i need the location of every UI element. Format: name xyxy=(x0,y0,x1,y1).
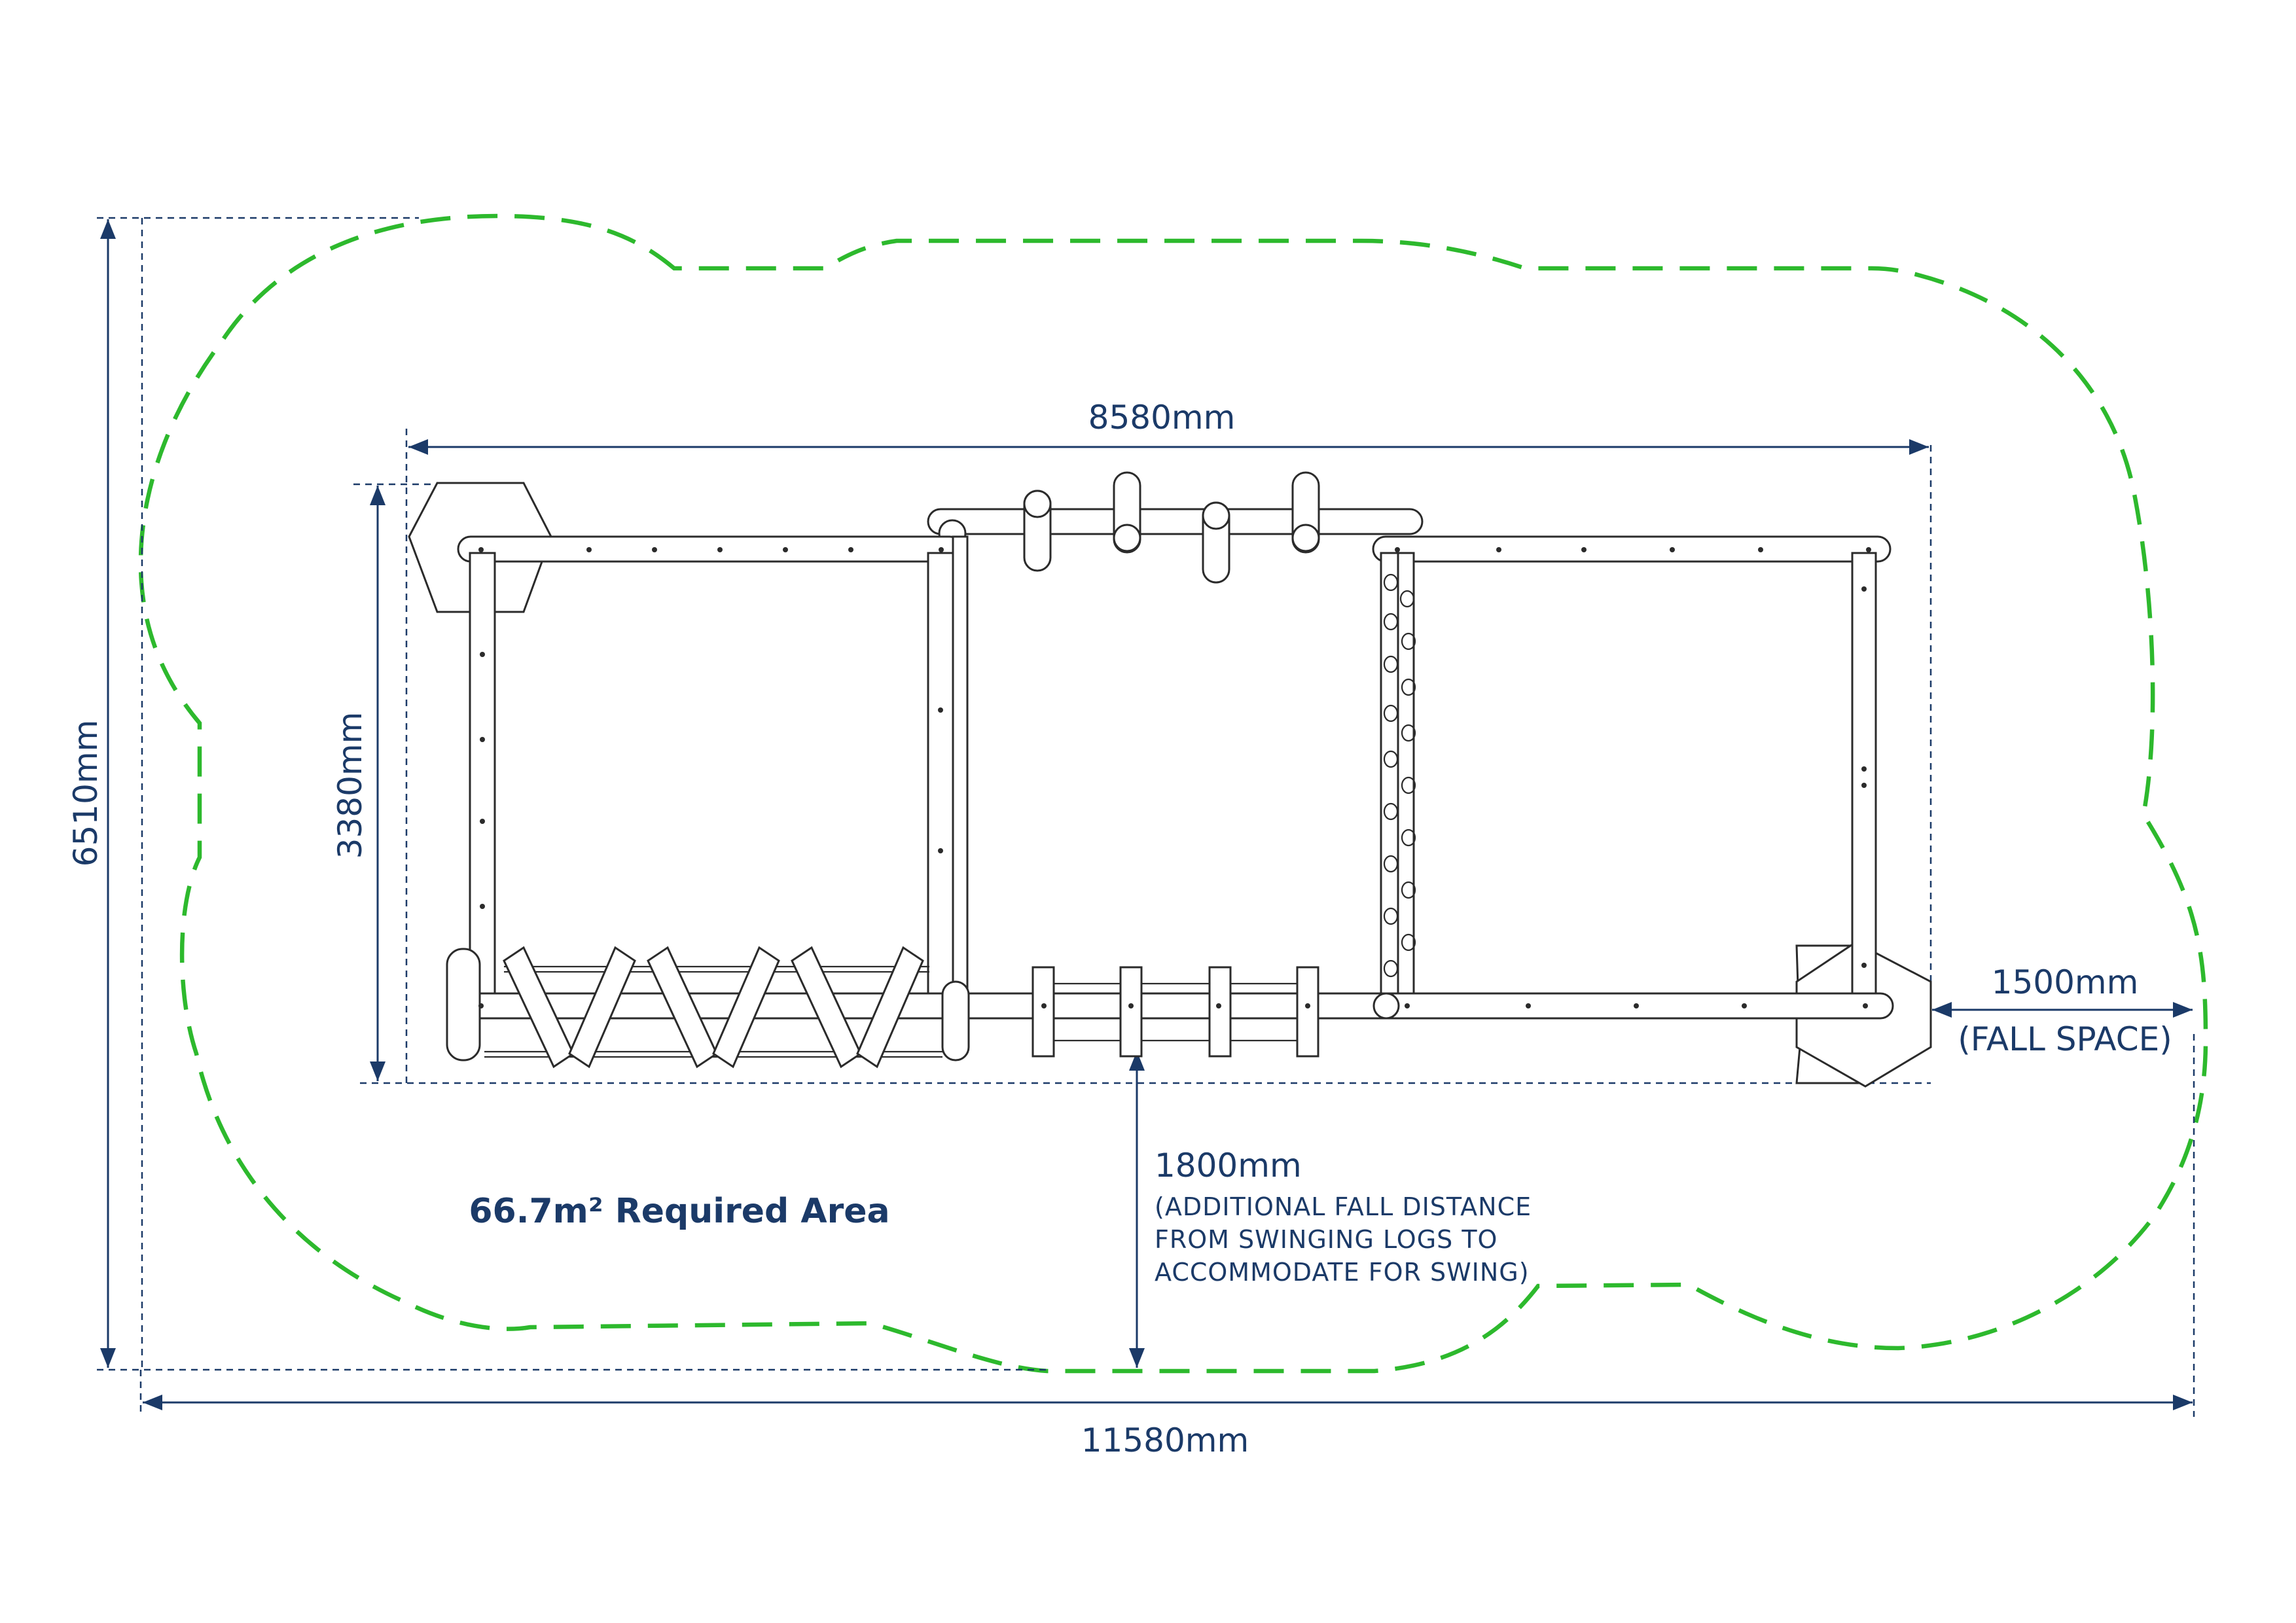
climbing-holds xyxy=(1383,573,1416,978)
climbing-post xyxy=(1380,552,1399,1006)
dimension-lines xyxy=(100,219,2193,1410)
left-frame-top-beam xyxy=(457,535,963,563)
zigzag-balance-section xyxy=(484,946,942,1069)
left-frame-left-post xyxy=(469,552,496,1006)
fall-space-note-label: (FALL SPACE) xyxy=(1958,1020,2172,1058)
required-area-label: 66.7m² Required Area xyxy=(469,1192,889,1231)
stepping-clamps xyxy=(1031,966,1319,1058)
swinging-log-group xyxy=(1023,471,1320,584)
additional-fall-note-line-2: FROM SWINGING LOGS TO xyxy=(1155,1225,1498,1254)
additional-fall-note-line-1: (ADDITIONAL FALL DISTANCE xyxy=(1155,1192,1532,1221)
right-frame-right-post xyxy=(1851,552,1877,1006)
right-frame-top-beam xyxy=(1372,535,1892,563)
guide-lines xyxy=(97,217,2195,1417)
playground-equipment xyxy=(408,471,1932,1088)
top-width-label: 8580mm xyxy=(1088,399,1236,437)
bolts xyxy=(478,547,1871,1008)
total-height-label: 6510mm xyxy=(67,720,105,867)
fall-space-value-label: 1500mm xyxy=(1992,963,2139,1001)
required-area-boundary xyxy=(138,213,2208,1374)
additional-fall-value-label: 1800mm xyxy=(1155,1147,1302,1185)
swing-log-beam xyxy=(927,508,1424,535)
equipment-height-label: 3380mm xyxy=(331,712,369,859)
total-width-label: 11580mm xyxy=(1081,1421,1249,1459)
additional-fall-note-line-3: ACCOMMODATE FOR SWING) xyxy=(1155,1258,1530,1287)
left-frame-right-post xyxy=(927,552,954,1006)
